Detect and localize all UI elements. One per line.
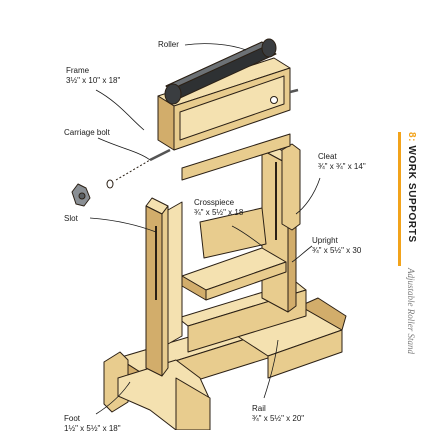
label-foot-dim: 1½" x 5½" x 18" (64, 424, 121, 433)
leader-frame (95, 89, 145, 131)
roller (164, 38, 277, 105)
label-cleat: Cleat ¾" x ¾" x 14" (318, 152, 366, 172)
label-slot-name: Slot (64, 214, 78, 223)
label-slot: Slot (64, 214, 78, 224)
leader-crosspiece (231, 225, 263, 247)
chapter-accent-bar (398, 132, 401, 266)
label-carriage-bolt: Carriage bolt (64, 128, 110, 138)
label-roller-name: Roller (158, 40, 179, 49)
label-foot-name: Foot (64, 414, 81, 423)
project-title: Adjustable Roller Stand (406, 268, 416, 354)
leader-roller (184, 43, 247, 51)
label-crosspiece-name: Crosspiece (194, 198, 235, 207)
label-carriage-bolt-name: Carriage bolt (64, 128, 110, 137)
leader-upright (291, 245, 313, 263)
frame (157, 57, 299, 181)
upright-left (145, 197, 183, 377)
label-roller: Roller (158, 40, 179, 50)
leader-cleat (295, 177, 321, 215)
crosspiece (181, 207, 287, 301)
leader-rail (263, 339, 279, 399)
label-cleat-name: Cleat (318, 152, 337, 161)
label-frame: Frame 3½" x 10" x 18" (66, 66, 120, 86)
knob-and-bolt (71, 148, 171, 207)
label-upright-name: Upright (312, 236, 338, 245)
chapter-number: 8: (406, 132, 417, 143)
label-rail-dim: ¾" x 5½" x 20" (252, 414, 305, 423)
label-upright: Upright ¾" x 5½" x 30 (312, 236, 361, 256)
label-frame-name: Frame (66, 66, 90, 75)
leader-foot (95, 381, 131, 415)
label-foot: Foot 1½" x 5½" x 18" (64, 414, 121, 434)
label-crosspiece-dim: ¾" x 5½" x 18 (194, 208, 244, 217)
leader-slot (89, 217, 157, 233)
leader-carriage-bolt (97, 137, 151, 161)
label-rail: Rail ¾" x 5½" x 20" (252, 404, 304, 424)
label-cleat-dim: ¾" x ¾" x 14" (318, 162, 366, 171)
label-crosspiece: Crosspiece ¾" x 5½" x 18 (194, 198, 243, 218)
label-frame-dim: 3½" x 10" x 18" (66, 76, 121, 85)
upright-right (261, 143, 301, 313)
foot-rear (227, 297, 347, 379)
label-upright-dim: ¾" x 5½" x 30 (312, 246, 362, 255)
chapter-title: WORK SUPPORTS (406, 145, 417, 243)
label-rail-name: Rail (252, 404, 266, 413)
chapter-heading: 8: WORK SUPPORTS (395, 132, 425, 272)
